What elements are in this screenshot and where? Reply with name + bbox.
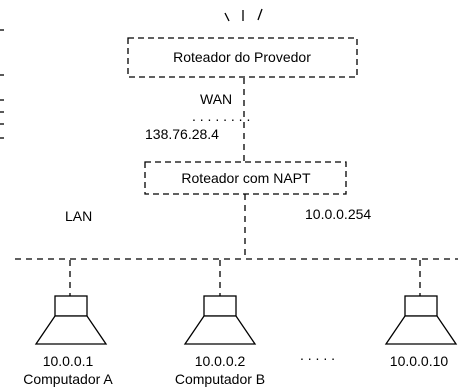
computer-c-icon [384,295,458,345]
lan-label: LAN [65,208,92,224]
provider-router-box [127,37,358,78]
computer-a-name: Computador A [23,371,113,387]
computer-a-icon [34,295,108,345]
provider-router-label: Roteador do Provedor [173,49,311,65]
left-edge-marks [0,29,4,139]
computers-ellipsis: . . . . . [300,347,335,363]
napt-router-box [144,161,347,195]
wan-label: WAN [200,91,232,107]
wan-ip-label: 138.76.28.4 [145,126,219,142]
computer-a-ip: 10.0.0.1 [43,353,94,369]
computer-b-icon [183,295,257,345]
computer-b-name: Computador B [175,371,265,387]
wan-dots: . . . . . . . . [192,108,250,124]
gateway-ip-label: 10.0.0.254 [305,206,371,222]
computer-b-ip: 10.0.0.2 [195,353,246,369]
internet-signal-icon [224,8,263,22]
napt-router-label: Roteador com NAPT [181,170,311,186]
computer-c-ip: 10.0.0.10 [390,353,449,369]
